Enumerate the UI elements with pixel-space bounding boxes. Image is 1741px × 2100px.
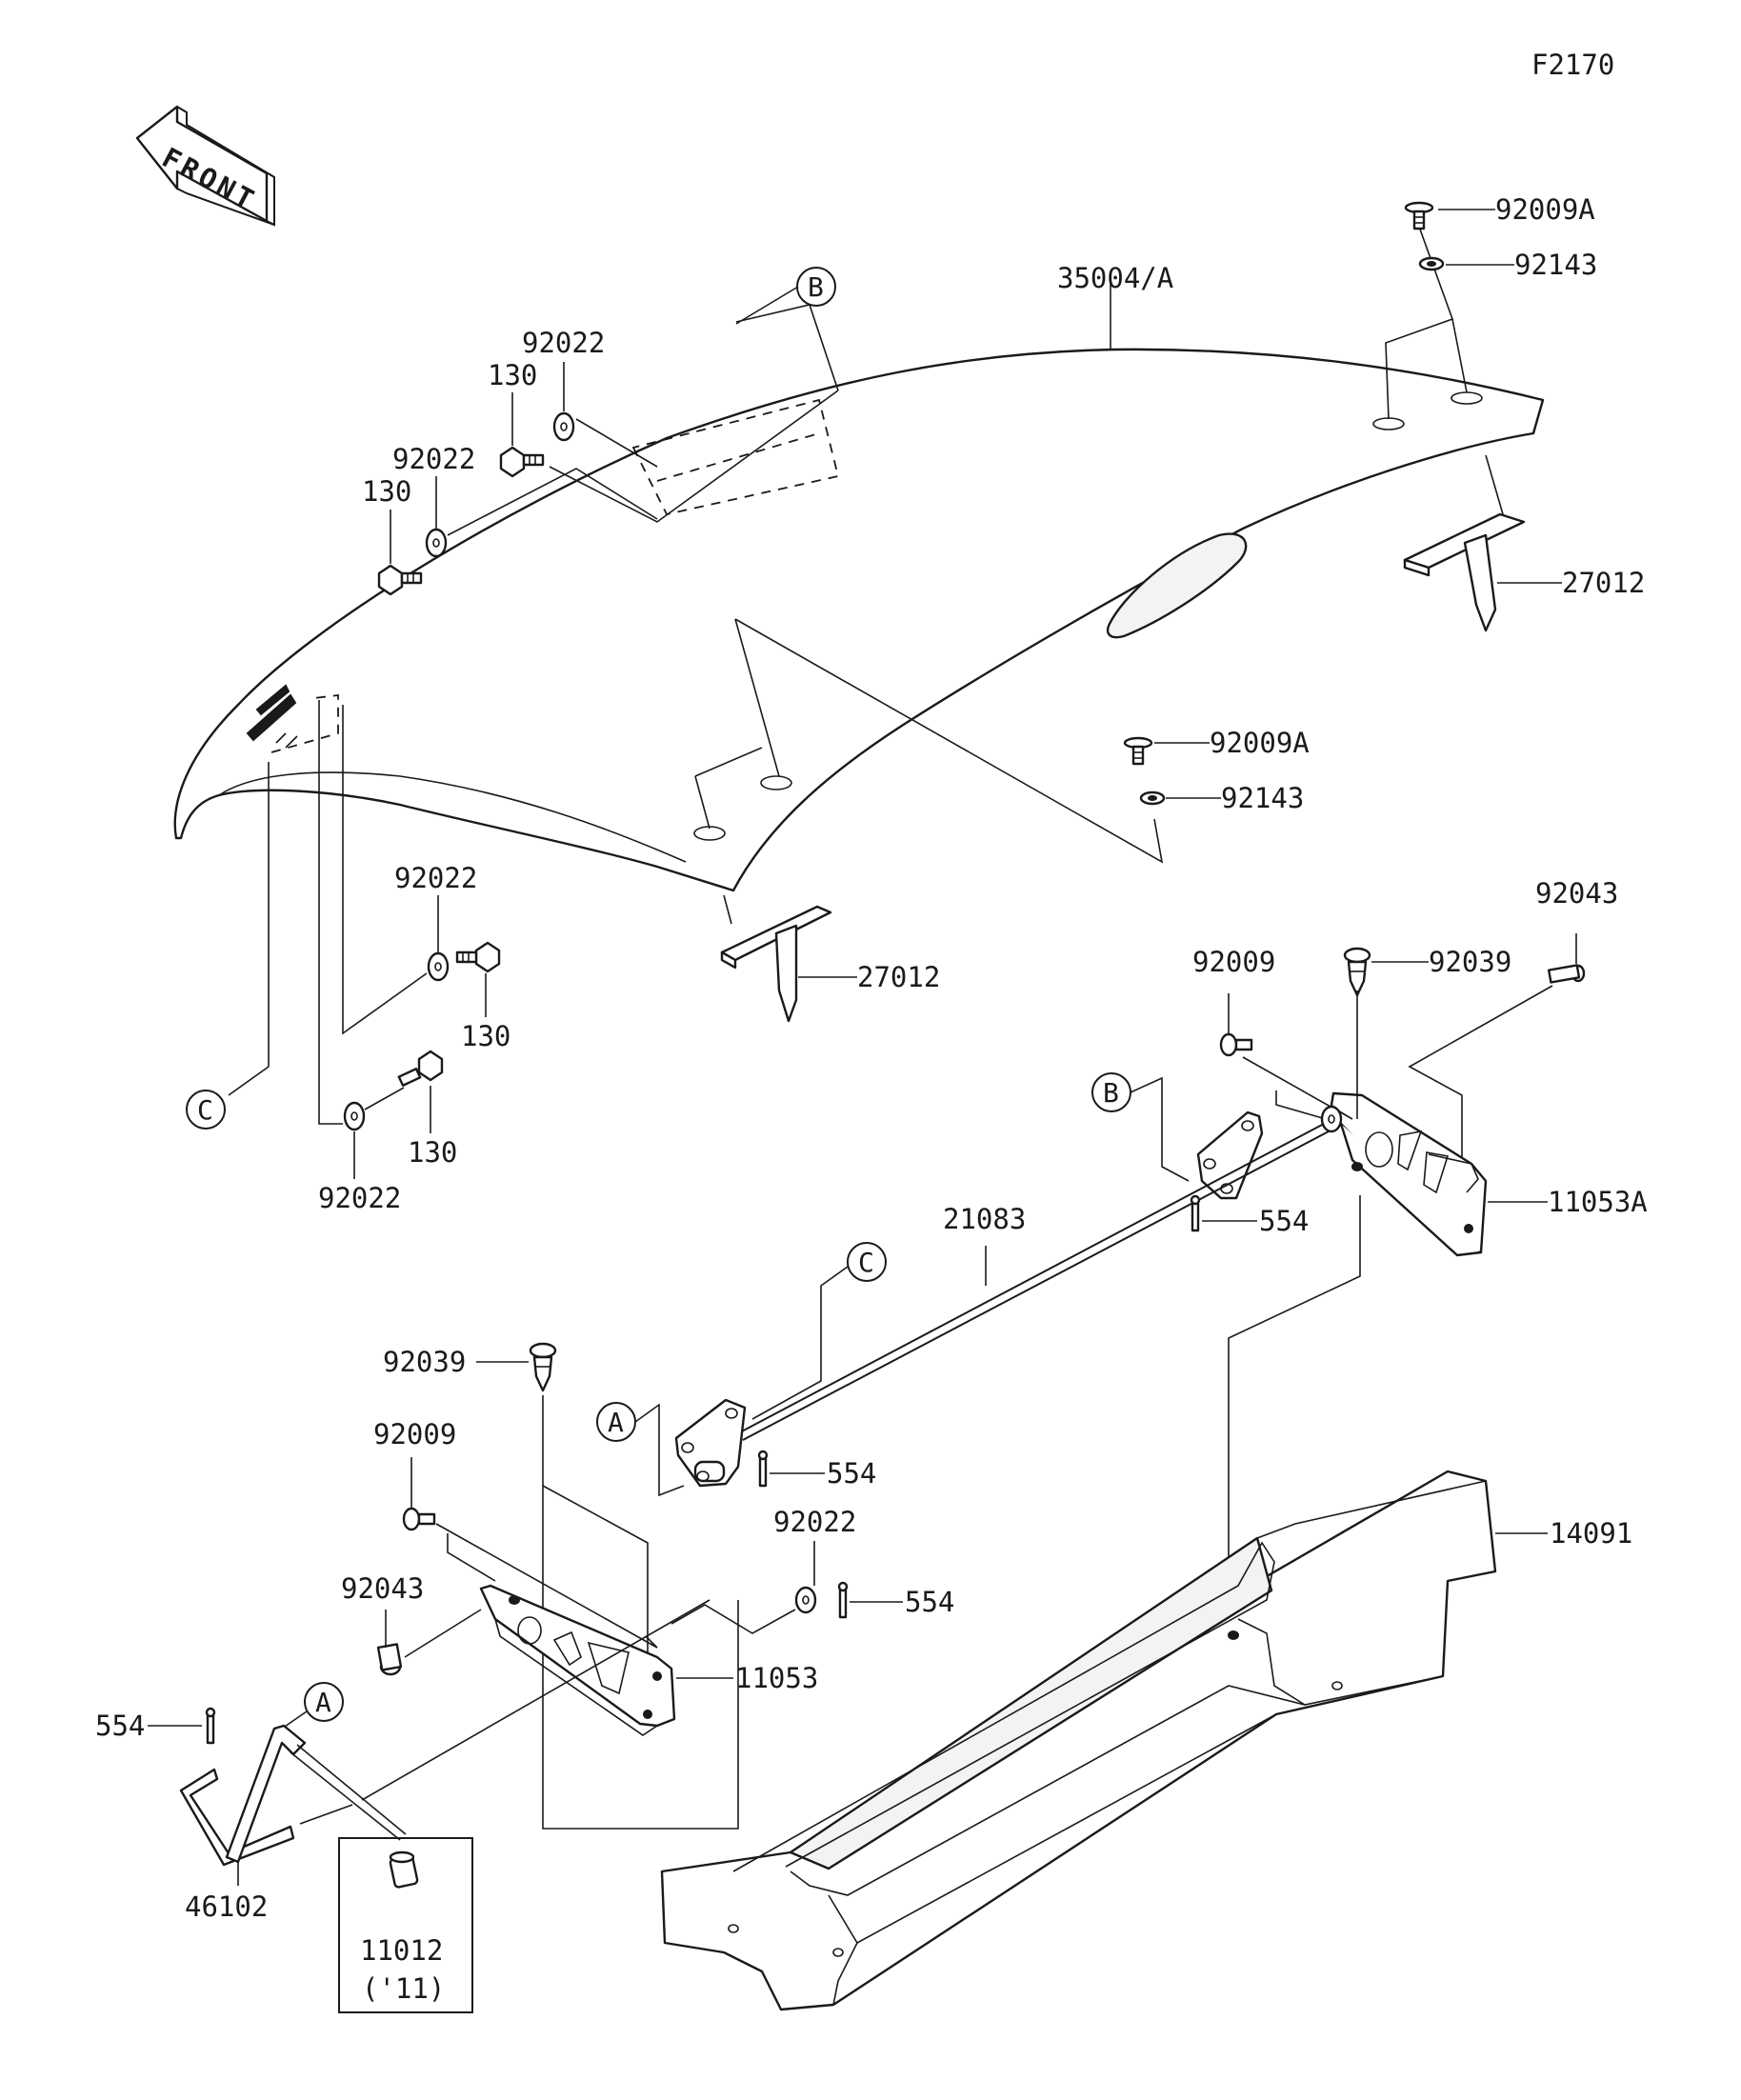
label-11012: 11012	[360, 1934, 443, 1967]
bolt-130-b	[377, 564, 423, 596]
seat-cowl-35004A	[173, 348, 1545, 892]
svg-text:B: B	[1103, 1077, 1119, 1109]
cotter-pin-554-upper	[1190, 1194, 1201, 1232]
washer-92143-top	[1418, 256, 1445, 271]
cotter-pin-554-low	[837, 1581, 849, 1619]
label-27012-right: 27012	[1562, 567, 1645, 599]
svg-text:C: C	[858, 1247, 874, 1278]
label-14091: 14091	[1550, 1517, 1632, 1550]
washer-92022-e	[794, 1586, 817, 1614]
rod-21083	[737, 1123, 1330, 1441]
label-92022-a: 92022	[522, 327, 605, 359]
label-92009A-mid: 92009A	[1210, 727, 1310, 759]
label-130-a: 130	[488, 359, 537, 391]
stand-46102	[179, 1724, 407, 1867]
cotter-pin-554-left	[205, 1707, 216, 1745]
label-11012-note: ('11)	[362, 1972, 445, 2005]
label-92039-left: 92039	[383, 1346, 466, 1378]
callout-A-mid: A	[596, 1402, 685, 1497]
callout-B-top: B	[735, 267, 836, 325]
washer-92022-c	[427, 951, 450, 982]
undercover-14091	[660, 1470, 1497, 2011]
svg-text:A: A	[608, 1407, 624, 1438]
label-554-upper: 554	[1259, 1205, 1309, 1237]
screw-92009A-top	[1404, 201, 1434, 230]
bracket-11053A	[1330, 1091, 1488, 1257]
svg-text:C: C	[197, 1094, 213, 1126]
callout-C-left: C	[186, 1090, 226, 1130]
label-92039-right: 92039	[1429, 946, 1511, 978]
bracket-27012-right	[1403, 512, 1526, 632]
rivet-92039-left	[529, 1342, 557, 1392]
label-92009-right: 92009	[1192, 946, 1275, 978]
bracket-11053	[479, 1584, 676, 1736]
bolt-130-a	[499, 446, 545, 478]
label-92009A-top: 92009A	[1495, 193, 1595, 226]
callout-C-mid: C	[751, 1242, 887, 1420]
rivet-92039-right	[1343, 947, 1371, 997]
front-direction-arrow-icon: FRONT	[135, 105, 275, 227]
label-130-c: 130	[461, 1020, 510, 1052]
label-92022-e: 92022	[773, 1506, 856, 1538]
label-130-d: 130	[408, 1136, 457, 1169]
cotter-pin-554-mid	[757, 1450, 769, 1488]
label-21083: 21083	[943, 1203, 1026, 1235]
label-92022-c: 92022	[394, 862, 477, 894]
bolt-130-c	[455, 941, 501, 973]
svg-text:B: B	[808, 271, 824, 303]
screw-92009-right	[1219, 1032, 1253, 1057]
label-92009-left: 92009	[373, 1418, 456, 1450]
label-46102: 46102	[185, 1890, 268, 1923]
label-92022-b: 92022	[392, 443, 475, 475]
label-92143-mid: 92143	[1221, 782, 1304, 814]
svg-text:A: A	[315, 1687, 331, 1718]
bracket-27012-mid	[720, 905, 832, 1023]
link-plate-left	[674, 1398, 747, 1488]
label-11053A: 11053A	[1548, 1186, 1648, 1218]
washer-92143-mid	[1139, 790, 1166, 806]
washer-92022-a	[552, 411, 575, 442]
label-92043-right: 92043	[1535, 877, 1618, 910]
cap-11012	[389, 1850, 419, 1889]
label-554-low: 554	[905, 1586, 954, 1618]
label-554-left: 554	[95, 1710, 145, 1742]
screw-92043-right	[1547, 964, 1586, 984]
washer-92022-b	[425, 528, 448, 558]
link-plate-right	[1196, 1105, 1343, 1200]
screw-92009A-mid	[1123, 736, 1153, 766]
label-92043-left: 92043	[341, 1572, 424, 1605]
screw-92043-left	[376, 1643, 403, 1676]
label-554-mid: 554	[827, 1457, 876, 1490]
screw-92009-left	[402, 1507, 436, 1531]
label-130-b: 130	[362, 475, 411, 508]
washer-92022-d	[343, 1101, 366, 1131]
label-11053: 11053	[735, 1662, 818, 1694]
callout-A-low: A	[281, 1682, 344, 1730]
bolt-130-d	[397, 1050, 444, 1087]
figure-code: F2170	[1531, 49, 1614, 81]
callout-B-mid: B	[1091, 1072, 1190, 1182]
label-35004A: 35004/A	[1057, 262, 1173, 294]
label-92022-d: 92022	[318, 1182, 401, 1214]
label-27012-mid: 27012	[857, 961, 940, 993]
label-92143-top: 92143	[1514, 249, 1597, 281]
cap-11012-box: 11012 ('11)	[338, 1837, 473, 2013]
